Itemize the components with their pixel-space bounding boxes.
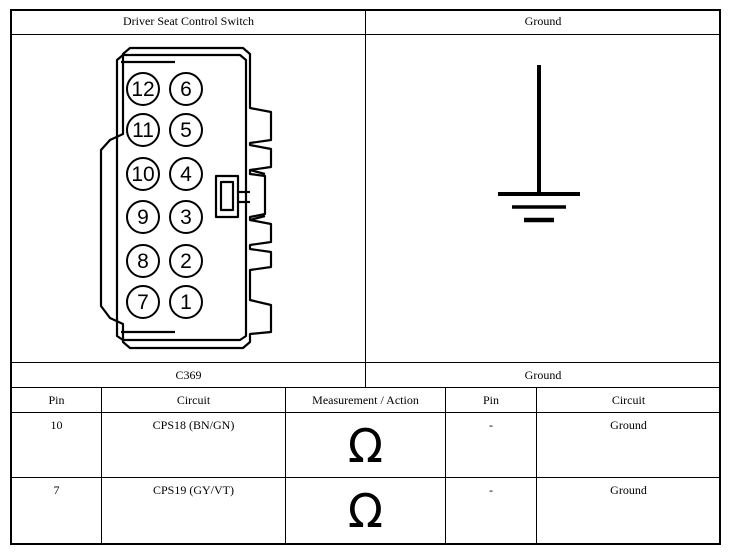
pin-label: 2 [180,250,192,273]
pin-label: 10 [131,163,154,186]
pin-label: 7 [137,291,149,314]
pin-cell: 7 [53,483,60,497]
pin-cell: 10 [50,418,63,432]
pin-8-circle [126,244,160,278]
divider [11,477,720,478]
divider [11,387,720,388]
circuit-cell: Ground [610,418,647,432]
header-pin: Pin [482,393,499,407]
pin-label: 1 [180,291,192,314]
pin-cell: - [489,483,493,497]
ground-symbol-icon [498,65,580,223]
pin-6-circle [169,72,203,106]
pin-1-circle [169,285,203,319]
pin-label: 9 [137,206,149,229]
pin-9-circle [126,200,160,234]
circuit-cell: Ground [610,483,647,497]
divider [365,10,366,388]
divider [11,412,720,413]
component-title: Driver Seat Control Switch [123,14,254,28]
ground-title: Ground [524,14,562,28]
pin-label: 12 [131,78,154,101]
header-measurement: Measurement / Action [312,393,419,407]
divider [445,388,446,544]
divider [11,362,720,363]
ohm-symbol-icon: Ω [347,419,384,473]
pin-label: 4 [180,163,192,186]
connector-label: C369 [175,368,202,382]
pin-5-circle [169,113,203,147]
divider [536,388,537,544]
circuit-cell: CPS18 (BN/GN) [152,418,235,432]
pin-label: 6 [180,78,192,101]
pin-12-circle [126,72,160,106]
pin-4-circle [169,157,203,191]
pin-3-circle [169,200,203,234]
pin-cell: - [489,418,493,432]
ground-label: Ground [524,368,562,382]
pin-label: 11 [132,119,154,142]
pin-label: 8 [137,250,149,273]
connector-c369-diagram [99,46,273,350]
pin-7-circle [126,285,160,319]
connector-pin-array: 12 11 10 9 8 7 6 5 4 3 2 1 [126,72,203,319]
pin-11-circle [126,113,160,147]
pin-2-circle [169,244,203,278]
divider [285,388,286,544]
pin-10-circle [126,157,160,191]
header-circuit: Circuit [611,393,646,407]
ohm-symbol-icon: Ω [347,484,384,538]
header-pin: Pin [48,393,65,407]
divider [101,388,102,544]
pin-label: 3 [180,206,192,229]
pin-label: 5 [180,119,192,142]
header-circuit: Circuit [176,393,211,407]
circuit-cell: CPS19 (GY/VT) [152,483,234,497]
